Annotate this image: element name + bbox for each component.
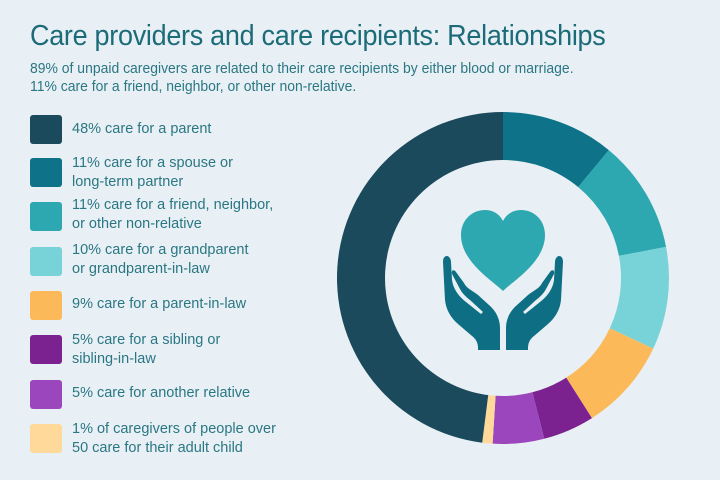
legend-label: 11% care for a spouse or long-term partn… <box>72 154 312 192</box>
donut-segment <box>532 377 592 439</box>
left-hand-icon <box>443 256 500 350</box>
donut-segments <box>337 112 669 444</box>
subtitle-line-1: 89% of unpaid caregivers are related to … <box>30 60 574 77</box>
heart-icon <box>461 210 545 291</box>
subtitle-line-2: 11% care for a friend, neighbor, or othe… <box>30 78 357 95</box>
legend-swatch <box>30 158 62 187</box>
legend-label-line2: or other non-relative <box>72 216 202 232</box>
donut-segment <box>337 112 503 443</box>
legend-label: 9% care for a parent-in-law <box>72 295 312 314</box>
legend-swatch <box>30 115 62 144</box>
legend-label-line2: 50 care for their adult child <box>72 440 243 456</box>
legend-label-line2: sibling-in-law <box>72 351 156 367</box>
legend-label-line2: long-term partner <box>72 174 184 190</box>
legend-label-line1: 48% care for a parent <box>72 121 212 137</box>
legend-label-line1: 5% care for a sibling or <box>72 332 221 348</box>
legend-swatch <box>30 202 62 231</box>
legend-label-line1: 9% care for a parent-in-law <box>72 296 247 312</box>
legend-label-line1: 1% of caregivers of people over <box>72 421 276 437</box>
legend-label-line1: 11% care for a friend, neighbor, <box>72 197 274 213</box>
donut-segment <box>482 395 496 444</box>
legend-label: 11% care for a friend, neighbor, or othe… <box>72 196 312 234</box>
donut-segment <box>578 150 667 256</box>
right-hand-icon <box>506 256 563 350</box>
heart-in-hands-icon <box>443 210 563 350</box>
legend-label: 10% care for a grandparent or grandparen… <box>72 241 312 279</box>
legend-swatch <box>30 247 62 276</box>
legend-swatch <box>30 335 62 364</box>
donut-segment <box>609 246 669 349</box>
donut-segment <box>503 112 609 188</box>
legend-swatch <box>30 291 62 320</box>
legend-swatch <box>30 380 62 409</box>
legend-label-line1: 11% care for a spouse or <box>72 155 233 171</box>
legend-label-line1: 5% care for another relative <box>72 385 251 401</box>
legend-label: 1% of caregivers of people over 50 care … <box>72 420 312 458</box>
legend-label: 48% care for a parent <box>72 120 312 139</box>
page-title: Care providers and care recipients: Rela… <box>30 20 606 52</box>
donut-segment <box>566 328 654 419</box>
legend-swatch <box>30 424 62 453</box>
donut-segment <box>492 392 545 444</box>
legend-label: 5% care for a sibling or sibling-in-law <box>72 331 312 369</box>
subtitle: 89% of unpaid caregivers are related to … <box>30 60 574 96</box>
legend-label-line2: or grandparent-in-law <box>72 261 210 277</box>
legend-label-line1: 10% care for a grandparent <box>72 242 249 258</box>
legend-label: 5% care for another relative <box>72 384 312 403</box>
